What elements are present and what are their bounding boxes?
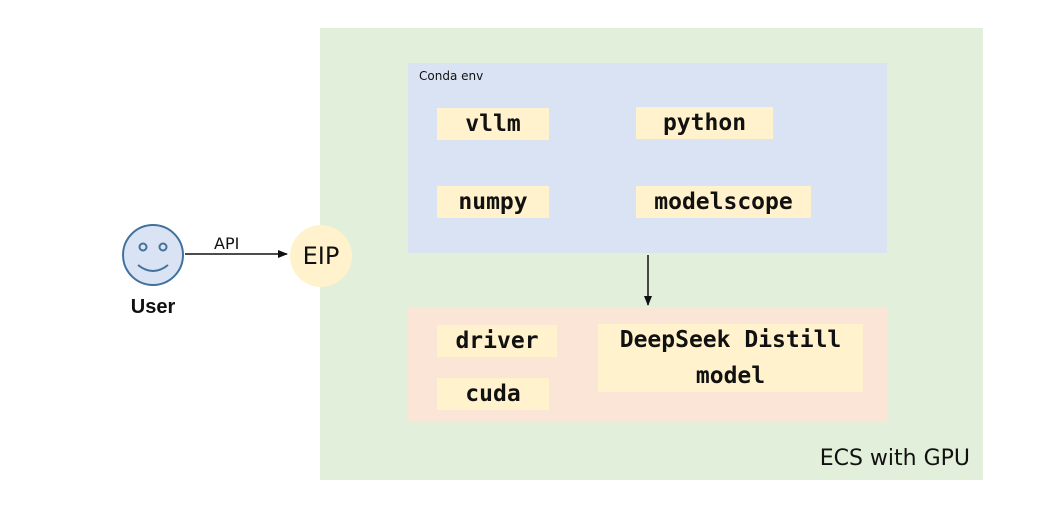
driver-box: driver (437, 325, 557, 357)
deepseek-model-box: DeepSeek Distill model (598, 324, 863, 392)
package-python: python (636, 107, 773, 139)
conda-env-region (408, 63, 887, 253)
package-numpy: numpy (437, 186, 549, 218)
model-name-line1: DeepSeek Distill (619, 327, 842, 353)
cuda-box: cuda (437, 378, 549, 410)
eip-node: EIP (290, 225, 352, 287)
package-vllm: vllm (437, 108, 549, 140)
conda-env-label: Conda env (419, 69, 484, 83)
package-modelscope: modelscope (636, 186, 811, 218)
api-label: API (214, 234, 240, 253)
user-smiley-icon (122, 224, 184, 286)
ecs-label: ECS with GPU (819, 446, 970, 471)
model-name-line2: model (695, 363, 766, 389)
user-label: User (130, 296, 176, 318)
